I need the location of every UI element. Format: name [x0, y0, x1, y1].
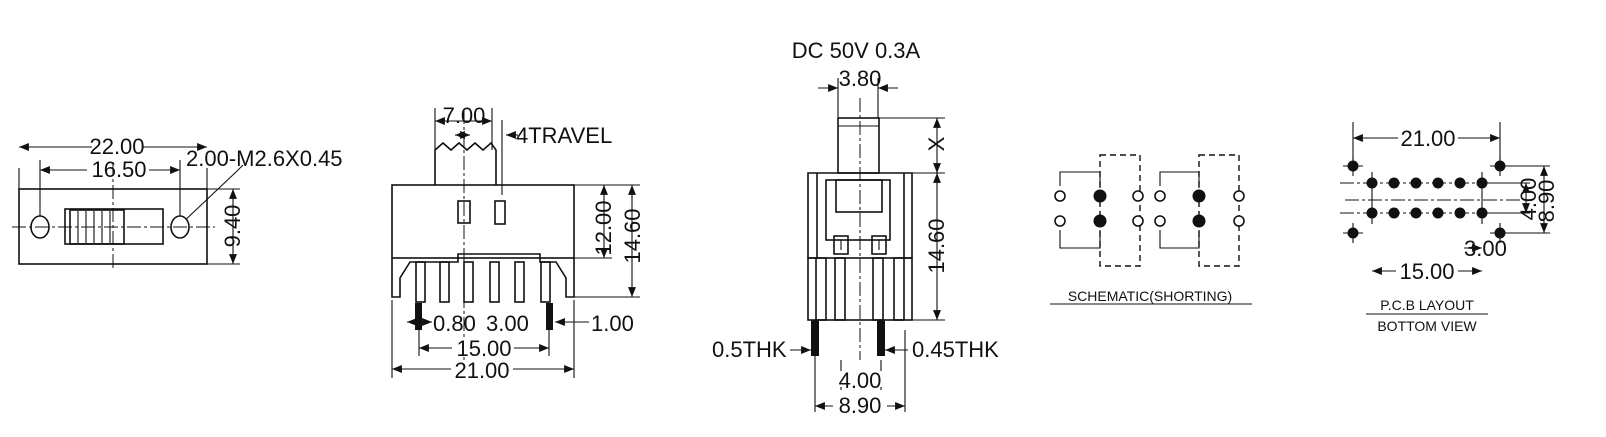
- pin: [514, 261, 525, 303]
- pin: [489, 261, 500, 303]
- pin-tip: [415, 303, 422, 330]
- dim-12-label: 12.00: [591, 200, 616, 255]
- schematic: SCHEMATIC(SHORTING): [1050, 154, 1252, 305]
- slider-knob: [69, 209, 125, 245]
- top-view: 22.00 16.50 2.00-M2.6X0.45 9.40: [12, 134, 343, 268]
- dim-x-label: X: [924, 136, 949, 151]
- dim-4-label: 4.00: [1516, 178, 1541, 221]
- end-view: DC 50V 0.3A 3.80 X 14.60 0.: [712, 38, 999, 418]
- dim-14-60-label: 14.60: [620, 208, 645, 263]
- dim-3-80-label: 3.80: [839, 66, 882, 91]
- pin-tip-right: [877, 320, 885, 356]
- pin: [415, 261, 426, 303]
- pin: [439, 261, 450, 303]
- dim-22-label: 22.00: [89, 134, 144, 159]
- screw-spec-label: 2.00-M2.6X0.45: [186, 146, 343, 171]
- thk-right-label: 0.45THK: [912, 337, 999, 362]
- dim-0-80-label: 0.80: [433, 311, 476, 336]
- dim-3-label: 3.00: [1464, 236, 1507, 261]
- side-knob: [434, 141, 497, 185]
- side-body: [391, 184, 575, 259]
- dim-9-40-label: 9.40: [220, 205, 245, 248]
- dim-3-label: 3.00: [486, 311, 529, 336]
- pcb-label-2: BOTTOM VIEW: [1377, 318, 1477, 334]
- dim-8-90-label: 8.90: [1534, 180, 1559, 223]
- dim-21-label: 21.00: [454, 358, 509, 383]
- dim-1-label: 1.00: [591, 311, 634, 336]
- pin: [540, 261, 551, 303]
- dim-15-label: 15.00: [1399, 259, 1454, 284]
- dim-21-label: 21.00: [1400, 126, 1455, 151]
- schematic-label: SCHEMATIC(SHORTING): [1068, 288, 1232, 304]
- dim-14-60-label: 14.60: [924, 218, 949, 273]
- pin: [463, 261, 474, 303]
- dim-15-label: 15.00: [456, 336, 511, 361]
- pcb-layout: 21.00: [1340, 122, 1559, 334]
- dim-4-label: 4.00: [839, 368, 882, 393]
- dim-16-50-label: 16.50: [91, 157, 146, 182]
- side-view: 7.00 4TRAVEL 12.00 14.60 0.80: [391, 103, 645, 383]
- pcb-label-1: P.C.B LAYOUT: [1380, 297, 1474, 313]
- rating-label: DC 50V 0.3A: [792, 38, 921, 63]
- thk-left-label: 0.5THK: [712, 337, 787, 362]
- travel-label: 4TRAVEL: [516, 123, 612, 148]
- pin-tip: [546, 303, 553, 330]
- dim-8-90-label: 8.90: [839, 393, 882, 418]
- pin-tip-left: [811, 320, 819, 356]
